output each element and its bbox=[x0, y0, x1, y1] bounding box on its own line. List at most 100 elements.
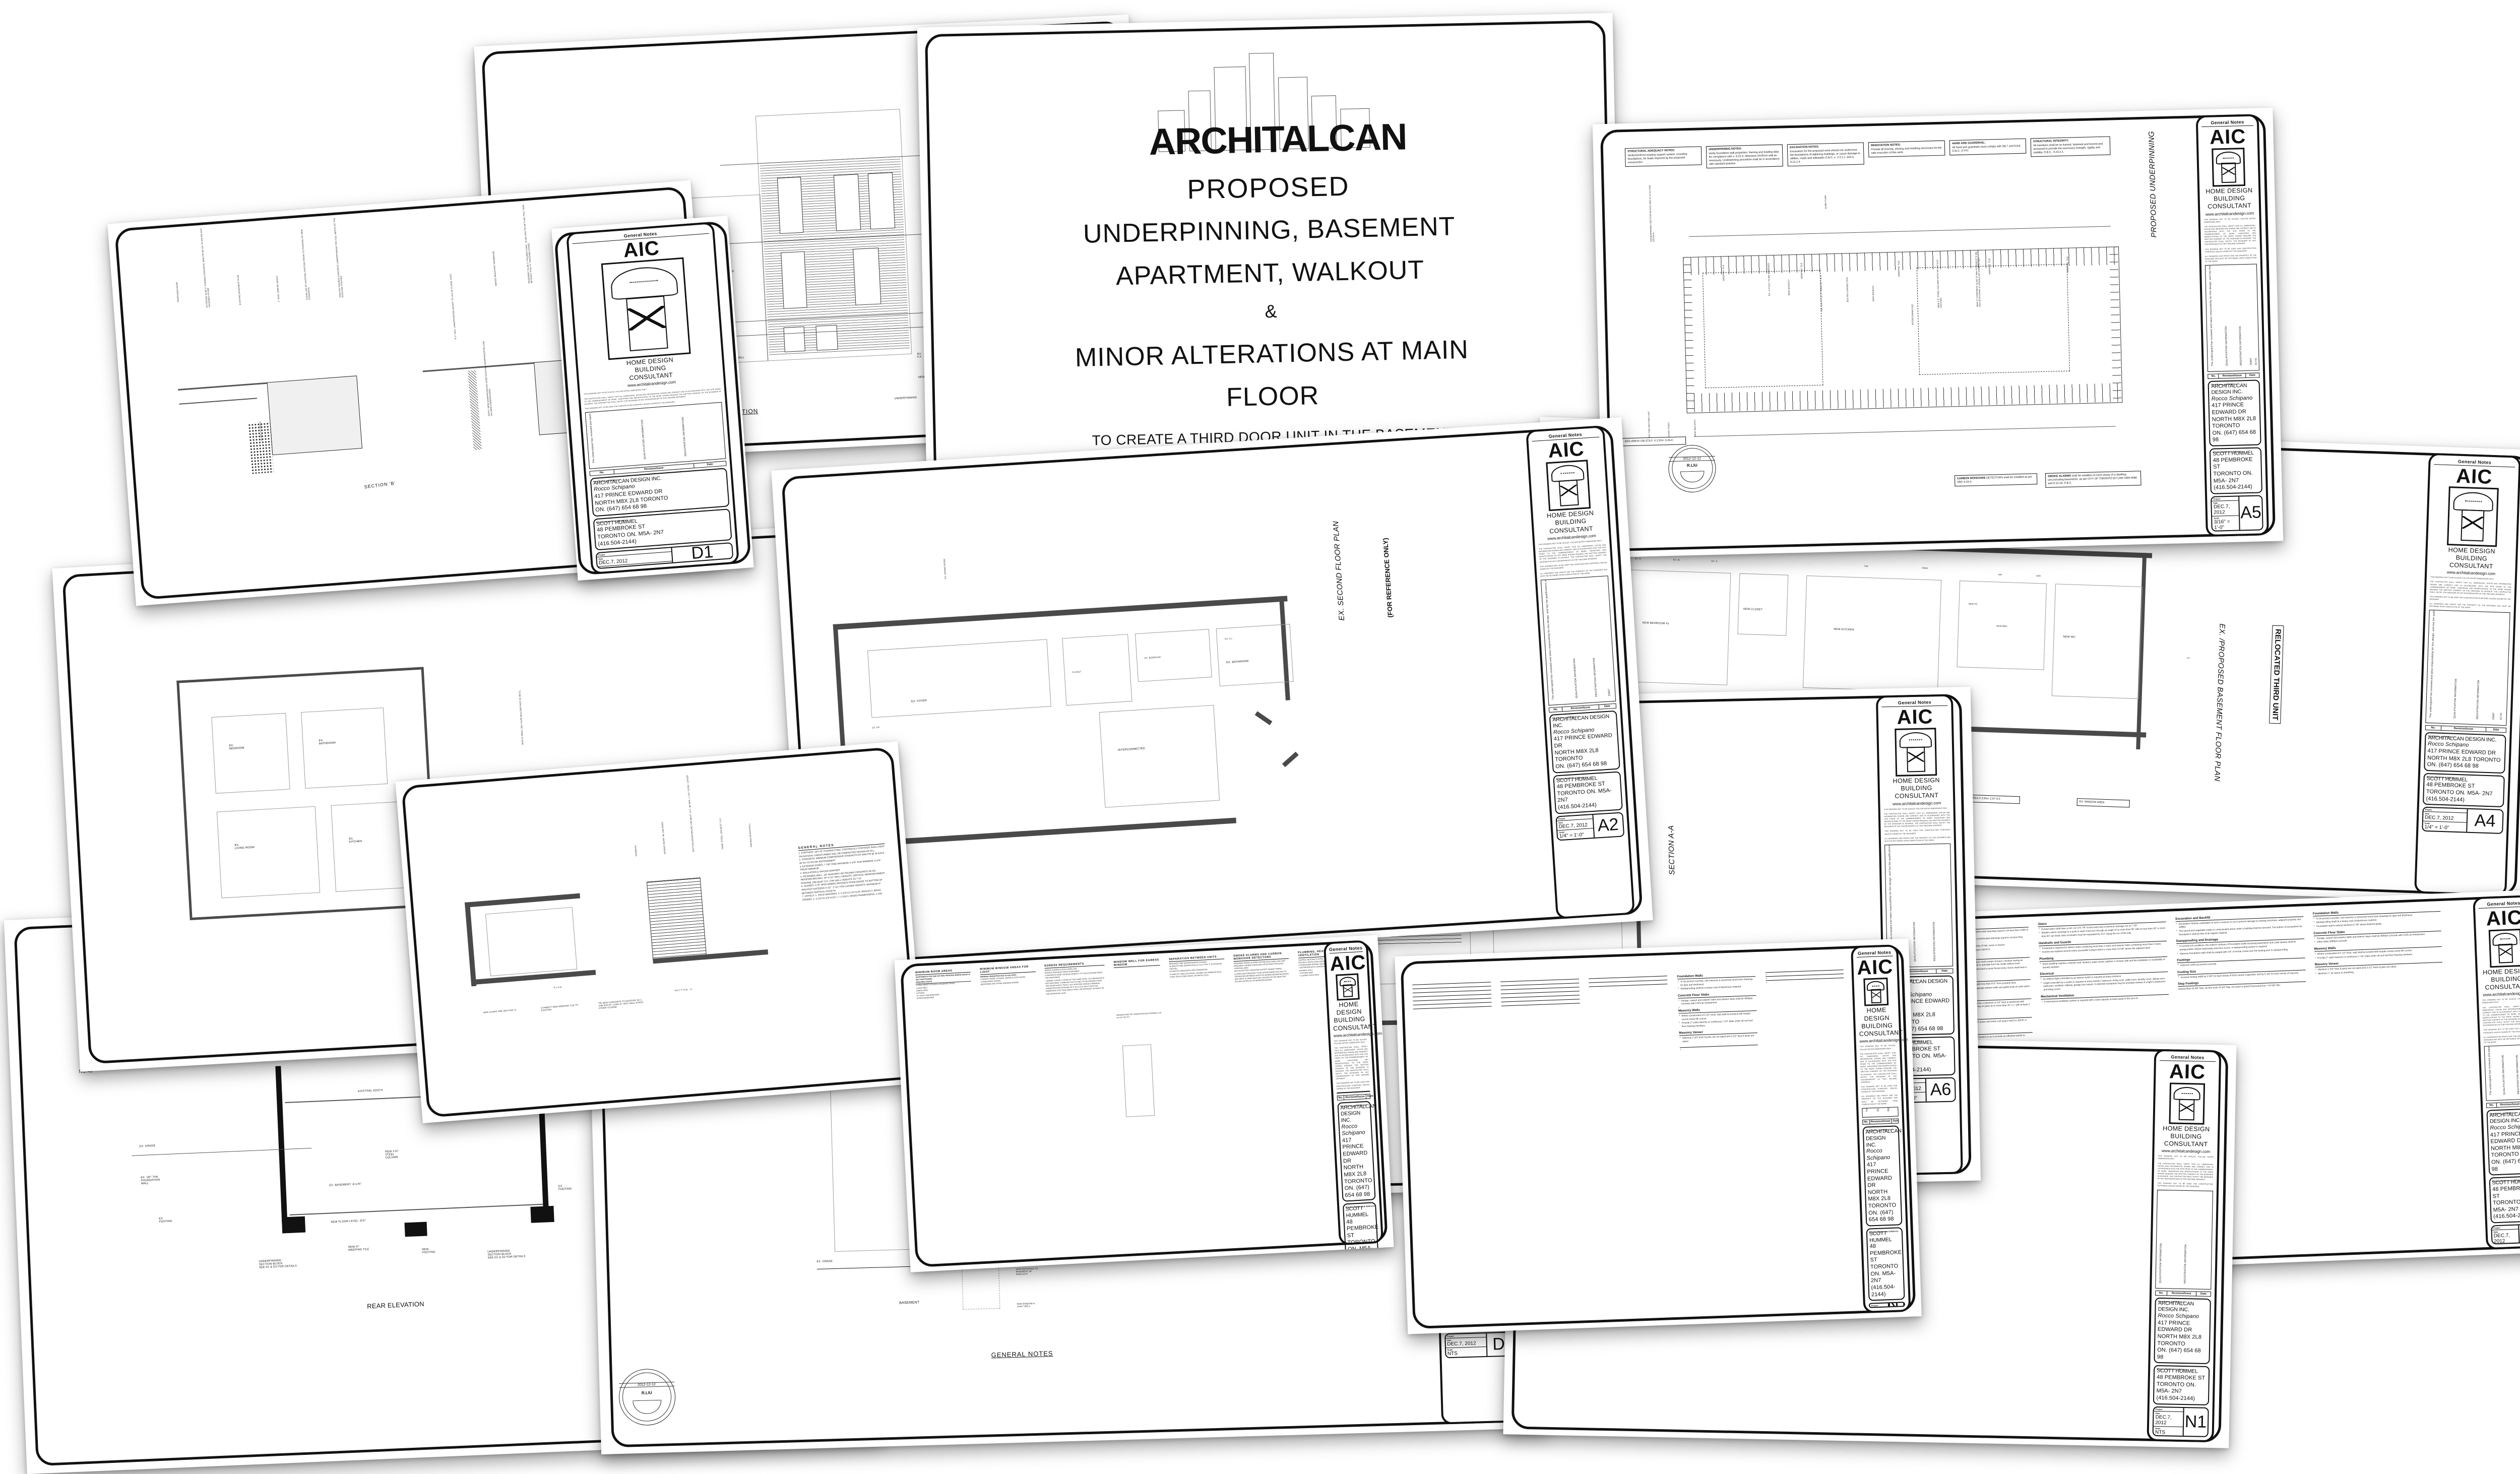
label-weeping-tile: WEEPING TILE bbox=[1722, 265, 1725, 281]
revision-issue-header: Revision/Issue bbox=[2497, 1102, 2520, 1107]
room-label-closet: NEW CLOSET bbox=[1743, 608, 1763, 611]
sheet-d1-titleblock[interactable]: General Notes AIC HOME DESIGN BUILDING C… bbox=[551, 216, 754, 581]
aic-logo-text: AIC bbox=[1532, 439, 1601, 462]
legal-text-2: THE CONTRACTOR SHALL VERIFY THAT ALL DIM… bbox=[1884, 811, 1950, 828]
bcin-designer: 25897 bbox=[2249, 357, 2252, 365]
cover-title-line-4: & bbox=[1265, 300, 1277, 322]
spec-line: Minimum 2 3/4" thick if joints are not r… bbox=[1682, 1034, 1758, 1043]
note-renovation: RENOVATION NOTES: Provide all bracing, s… bbox=[1868, 141, 1945, 157]
legal-text-1: THIS DRAWING NOT TO BE SCALED, FOLLOW NO… bbox=[1860, 1045, 1896, 1051]
note-body: All members shall be so framed, fastened… bbox=[2033, 143, 2103, 155]
note-underpinning: UNDERPINNING NOTES: Verify foundation wa… bbox=[1706, 145, 1783, 169]
qualification-text: The undersigned has reviewed and takes r… bbox=[2206, 264, 2215, 366]
table-min-window-areas: MINIMUM WINDOW AREAS FOR LIGHT MINIMUM U… bbox=[980, 962, 1050, 1259]
firm-address-1: 417 PRINCE EDWARD DR bbox=[1867, 1161, 1898, 1190]
qualification-label: QUALIFICATION INFORMATION bbox=[1572, 658, 1578, 698]
sheet-footer: Project Date DEC.7, 2012 Scale NTS N1 bbox=[2153, 1406, 2209, 1437]
legal-text-4: ALL DRAWINGS AND PRINTS ARE THE PROPERTY… bbox=[2205, 254, 2257, 263]
room-box-1 bbox=[211, 713, 290, 794]
qualification-text: The undersigned has reviewed and takes r… bbox=[2429, 610, 2439, 718]
label-start-point: START POINT bbox=[1667, 422, 1670, 437]
aic-column-icon bbox=[1895, 728, 1937, 777]
detail-label-clean-us: CLEAN U/S OF EXISTING FOOTING PRIOR TO P… bbox=[300, 224, 310, 300]
stair-section-treads bbox=[647, 877, 707, 960]
notes-column-4: Foundation Walls To be poured concrete, … bbox=[2312, 904, 2453, 1250]
note-excavation: EXCAVATION NOTES: Excavation for the pro… bbox=[1787, 143, 1864, 167]
room-label-living: EX.LIVING ROOM bbox=[235, 843, 255, 850]
lvl-header bbox=[1589, 983, 1668, 987]
room-living bbox=[1099, 705, 1220, 808]
sheet-footer: Project Date DEC.7, 2012 Scale 1/4" = 1'… bbox=[2422, 807, 2504, 834]
revision-table: No. Revision/Issue Date bbox=[2425, 725, 2506, 733]
spec-heading bbox=[1766, 973, 1844, 977]
spec-heading bbox=[1501, 986, 1580, 990]
registration-label: REGISTRATION INFORMATION bbox=[1593, 658, 1598, 697]
project-field-label: Project bbox=[2214, 497, 2237, 500]
label-ex-dj: EX. UP bbox=[872, 726, 879, 729]
firm-tagline-3: CONSULTANT bbox=[2203, 202, 2255, 211]
firm-address-box: Firm Name and Address ARCHITALCAN DESIGN… bbox=[2208, 379, 2261, 446]
legal-text-1: THIS DRAWING NOT TO BE SCALED, FOLLOW NO… bbox=[1884, 807, 1950, 811]
aic-logo-text: AIC bbox=[2433, 466, 2515, 487]
revision-table: No. Revision/Issue Date bbox=[2486, 1101, 2520, 1108]
spec-line: Garage, carport and exterior slabs and e… bbox=[1681, 997, 1756, 1006]
firm-address-1: 417 PRINCE EDWARD DR bbox=[2490, 1130, 2520, 1146]
legal-text-3: THIS DRAWING NOT TO BE USED FOR CONSTRUC… bbox=[1861, 1084, 1898, 1094]
aic-column-icon bbox=[1336, 974, 1360, 1001]
spec-body bbox=[1589, 972, 1667, 975]
room-closet bbox=[1135, 629, 1212, 682]
note-title: STRUCTURAL INTEGRITY: bbox=[2033, 140, 2069, 144]
sheet-number: N1 bbox=[1890, 1303, 1905, 1306]
firm-address-1: 417 PRINCE EDWARD DR bbox=[2158, 1320, 2208, 1334]
drawing-title-third-floor: SECTION A-A bbox=[1667, 825, 1676, 875]
detail-c-grade-hatch bbox=[468, 370, 482, 450]
legal-text-1: THIS DRAWING NOT TO BE SCALED, FOLLOW NO… bbox=[2204, 217, 2255, 224]
firm-designer: Rocco Schipano bbox=[1341, 1122, 1369, 1137]
plan-wall-top bbox=[833, 596, 1288, 630]
room-bedroom-1 bbox=[1621, 569, 1731, 685]
spec-body bbox=[1589, 972, 1667, 975]
project-phone: (416.504-2144) bbox=[2214, 484, 2259, 492]
legal-text-1: THIS DRAWING NOT TO BE SCALED, FOLLOW NO… bbox=[2430, 576, 2511, 581]
detail-label-proposed-door: PROPOSED DOOR bbox=[175, 282, 179, 302]
project-address-box: Project Name and Address SCOTT HUMMEL 48… bbox=[2489, 1176, 2520, 1224]
label-new-floor-level: NEW FLOOR LEVEL -8'2\" bbox=[331, 1219, 366, 1224]
project-field-label: Project bbox=[2156, 1407, 2182, 1411]
legal-text-2: THE CONTRACTOR SHALL VERIFY THAT ALL DIM… bbox=[2158, 1162, 2214, 1181]
sheet-a5-underpinning[interactable]: STRUCTURAL ADEQUACY NOTES: Verify/reinfo… bbox=[1593, 108, 2284, 558]
project-address-2: TORONTO ON. M5A- 2N7 bbox=[2156, 1381, 2206, 1396]
sheet-n3-room-tables[interactable]: MINIMUM ROOM AREAS APARTMENTS FOR ONE OR… bbox=[894, 935, 1394, 1272]
revision-date-header: Date bbox=[1892, 1119, 1900, 1124]
table-min-room-areas: MINIMUM ROOM AREAS APARTMENTS FOR ONE OR… bbox=[915, 966, 986, 1262]
project-address-1: 48 PEMBROKE ST bbox=[2492, 1185, 2520, 1200]
label-nosing-reinf: NOSING REINF. W/ 10M BARS bbox=[661, 822, 666, 854]
label-ex-footing-2: EX.FOOTING bbox=[558, 1184, 572, 1191]
legal-text-3: THIS DRAWING NOT TO BE USED FOR CONSTRUC… bbox=[2157, 1182, 2213, 1188]
title-block: General Notes AIC HOME DESIGN BUILDING C… bbox=[2147, 1049, 2221, 1442]
label-connect-weeping: CONNECT NEW WEEPING TILE TO EXISTING bbox=[541, 1003, 587, 1011]
window-2 bbox=[833, 174, 861, 231]
qualification-box: QUALIFICATION INFORMATION REGISTRATION I… bbox=[1337, 1091, 1370, 1093]
drawing-title-section-aa: REAR ELEVATION bbox=[367, 1300, 424, 1310]
aic-logo-text: AIC bbox=[1330, 953, 1364, 974]
sheet-n1-construction-specs[interactable]: Foundation Walls To be poured concrete, … bbox=[1395, 938, 1922, 1334]
firm-address-2: NORTH M8X 2L8 TORONTO bbox=[1343, 1164, 1371, 1186]
revision-no-header: No. bbox=[2487, 1103, 2497, 1108]
detail-b-slab bbox=[178, 382, 267, 391]
qualification-box: The undersigned has reviewed and takes r… bbox=[2425, 610, 2510, 725]
note-title: SMOKE ALARMS bbox=[2048, 474, 2071, 478]
firm-tagline-3: CONSULTANT bbox=[1883, 792, 1949, 801]
bcin-firm: 41741 bbox=[2254, 357, 2257, 365]
revision-no-header: No. bbox=[2156, 1291, 2167, 1295]
label-wd: W/D bbox=[2036, 575, 2041, 578]
drawing-title-proposed-underpinning: PROPOSED UNDERPINNING bbox=[2147, 131, 2158, 238]
sheet-walkout-stair-detail[interactable]: PLAN NEW GUARD SEE SECTION 'A' CONNECT N… bbox=[395, 741, 925, 1123]
label-weeping-tile-2: WEEPING TILE bbox=[1800, 263, 1803, 279]
cover-title-line-6: FLOOR bbox=[1226, 380, 1319, 413]
drawing-subtitle-unit1: (FOR REFERENCE ONLY) bbox=[1381, 538, 1394, 618]
revision-issue-header: Revision/Issue bbox=[1562, 704, 1599, 711]
firm-address-2: NORTH M8X 2L8 TORONTO bbox=[2157, 1333, 2207, 1348]
revision-date-header: Date bbox=[1936, 969, 1952, 974]
label-ex-basement: EX. BASEMENT -8-1/4\" bbox=[329, 1183, 361, 1187]
